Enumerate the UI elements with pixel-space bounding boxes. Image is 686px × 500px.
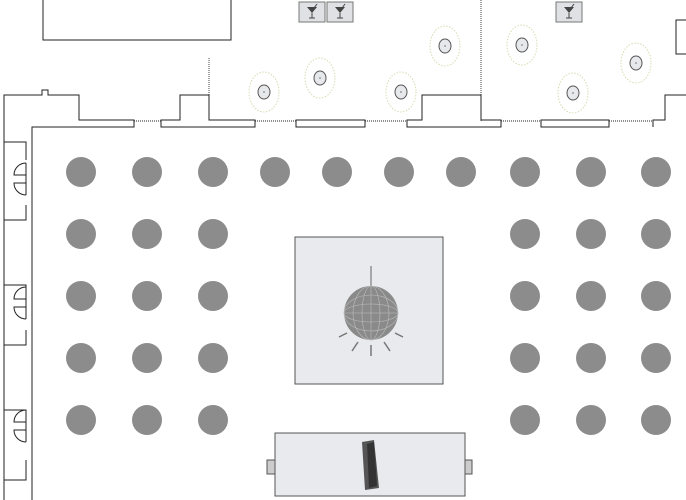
round-table[interactable] [132,281,162,311]
door-swing-icon [13,162,27,196]
round-table[interactable] [322,157,352,187]
cocktail-table[interactable] [304,57,336,99]
door-swing-icon [13,286,27,320]
round-table[interactable] [510,343,540,373]
walls [3,19,686,500]
bar-station[interactable] [326,1,354,23]
cocktail-table[interactable] [248,71,280,113]
round-table[interactable] [132,343,162,373]
cocktail-glass-icon [564,3,575,19]
round-table[interactable] [641,405,671,435]
door-swing-icon [13,409,27,443]
round-table[interactable] [576,281,606,311]
round-table[interactable] [641,219,671,249]
round-table[interactable] [510,281,540,311]
round-table[interactable] [641,281,671,311]
round-table[interactable] [641,157,671,187]
cocktail-table[interactable] [506,24,538,66]
cocktail-table[interactable] [429,25,461,67]
stage[interactable] [266,432,473,497]
cocktail-table[interactable] [385,71,417,113]
round-table[interactable] [66,405,96,435]
round-table[interactable] [260,157,290,187]
speaker-icon [362,440,379,490]
round-table[interactable] [384,157,414,187]
round-table[interactable] [132,405,162,435]
disco-ball-icon [338,266,404,356]
round-table[interactable] [66,343,96,373]
cocktail-glass-icon [335,3,346,19]
round-table[interactable] [641,343,671,373]
cocktail-glass-icon [307,3,318,19]
room-outline [42,0,232,41]
round-table[interactable] [576,343,606,373]
round-table[interactable] [510,219,540,249]
round-table[interactable] [132,219,162,249]
round-table[interactable] [446,157,476,187]
round-table[interactable] [510,405,540,435]
bar-station[interactable] [298,1,326,23]
round-table[interactable] [132,157,162,187]
round-table[interactable] [66,281,96,311]
round-table[interactable] [66,219,96,249]
round-table[interactable] [576,405,606,435]
cocktail-table[interactable] [557,72,589,114]
bar-station[interactable] [555,1,583,23]
round-table[interactable] [198,405,228,435]
cocktail-table[interactable] [620,42,652,84]
round-table[interactable] [198,219,228,249]
round-table[interactable] [576,157,606,187]
round-table[interactable] [510,157,540,187]
round-table[interactable] [198,157,228,187]
round-table[interactable] [66,157,96,187]
round-table[interactable] [198,281,228,311]
round-table[interactable] [198,343,228,373]
round-table[interactable] [576,219,606,249]
